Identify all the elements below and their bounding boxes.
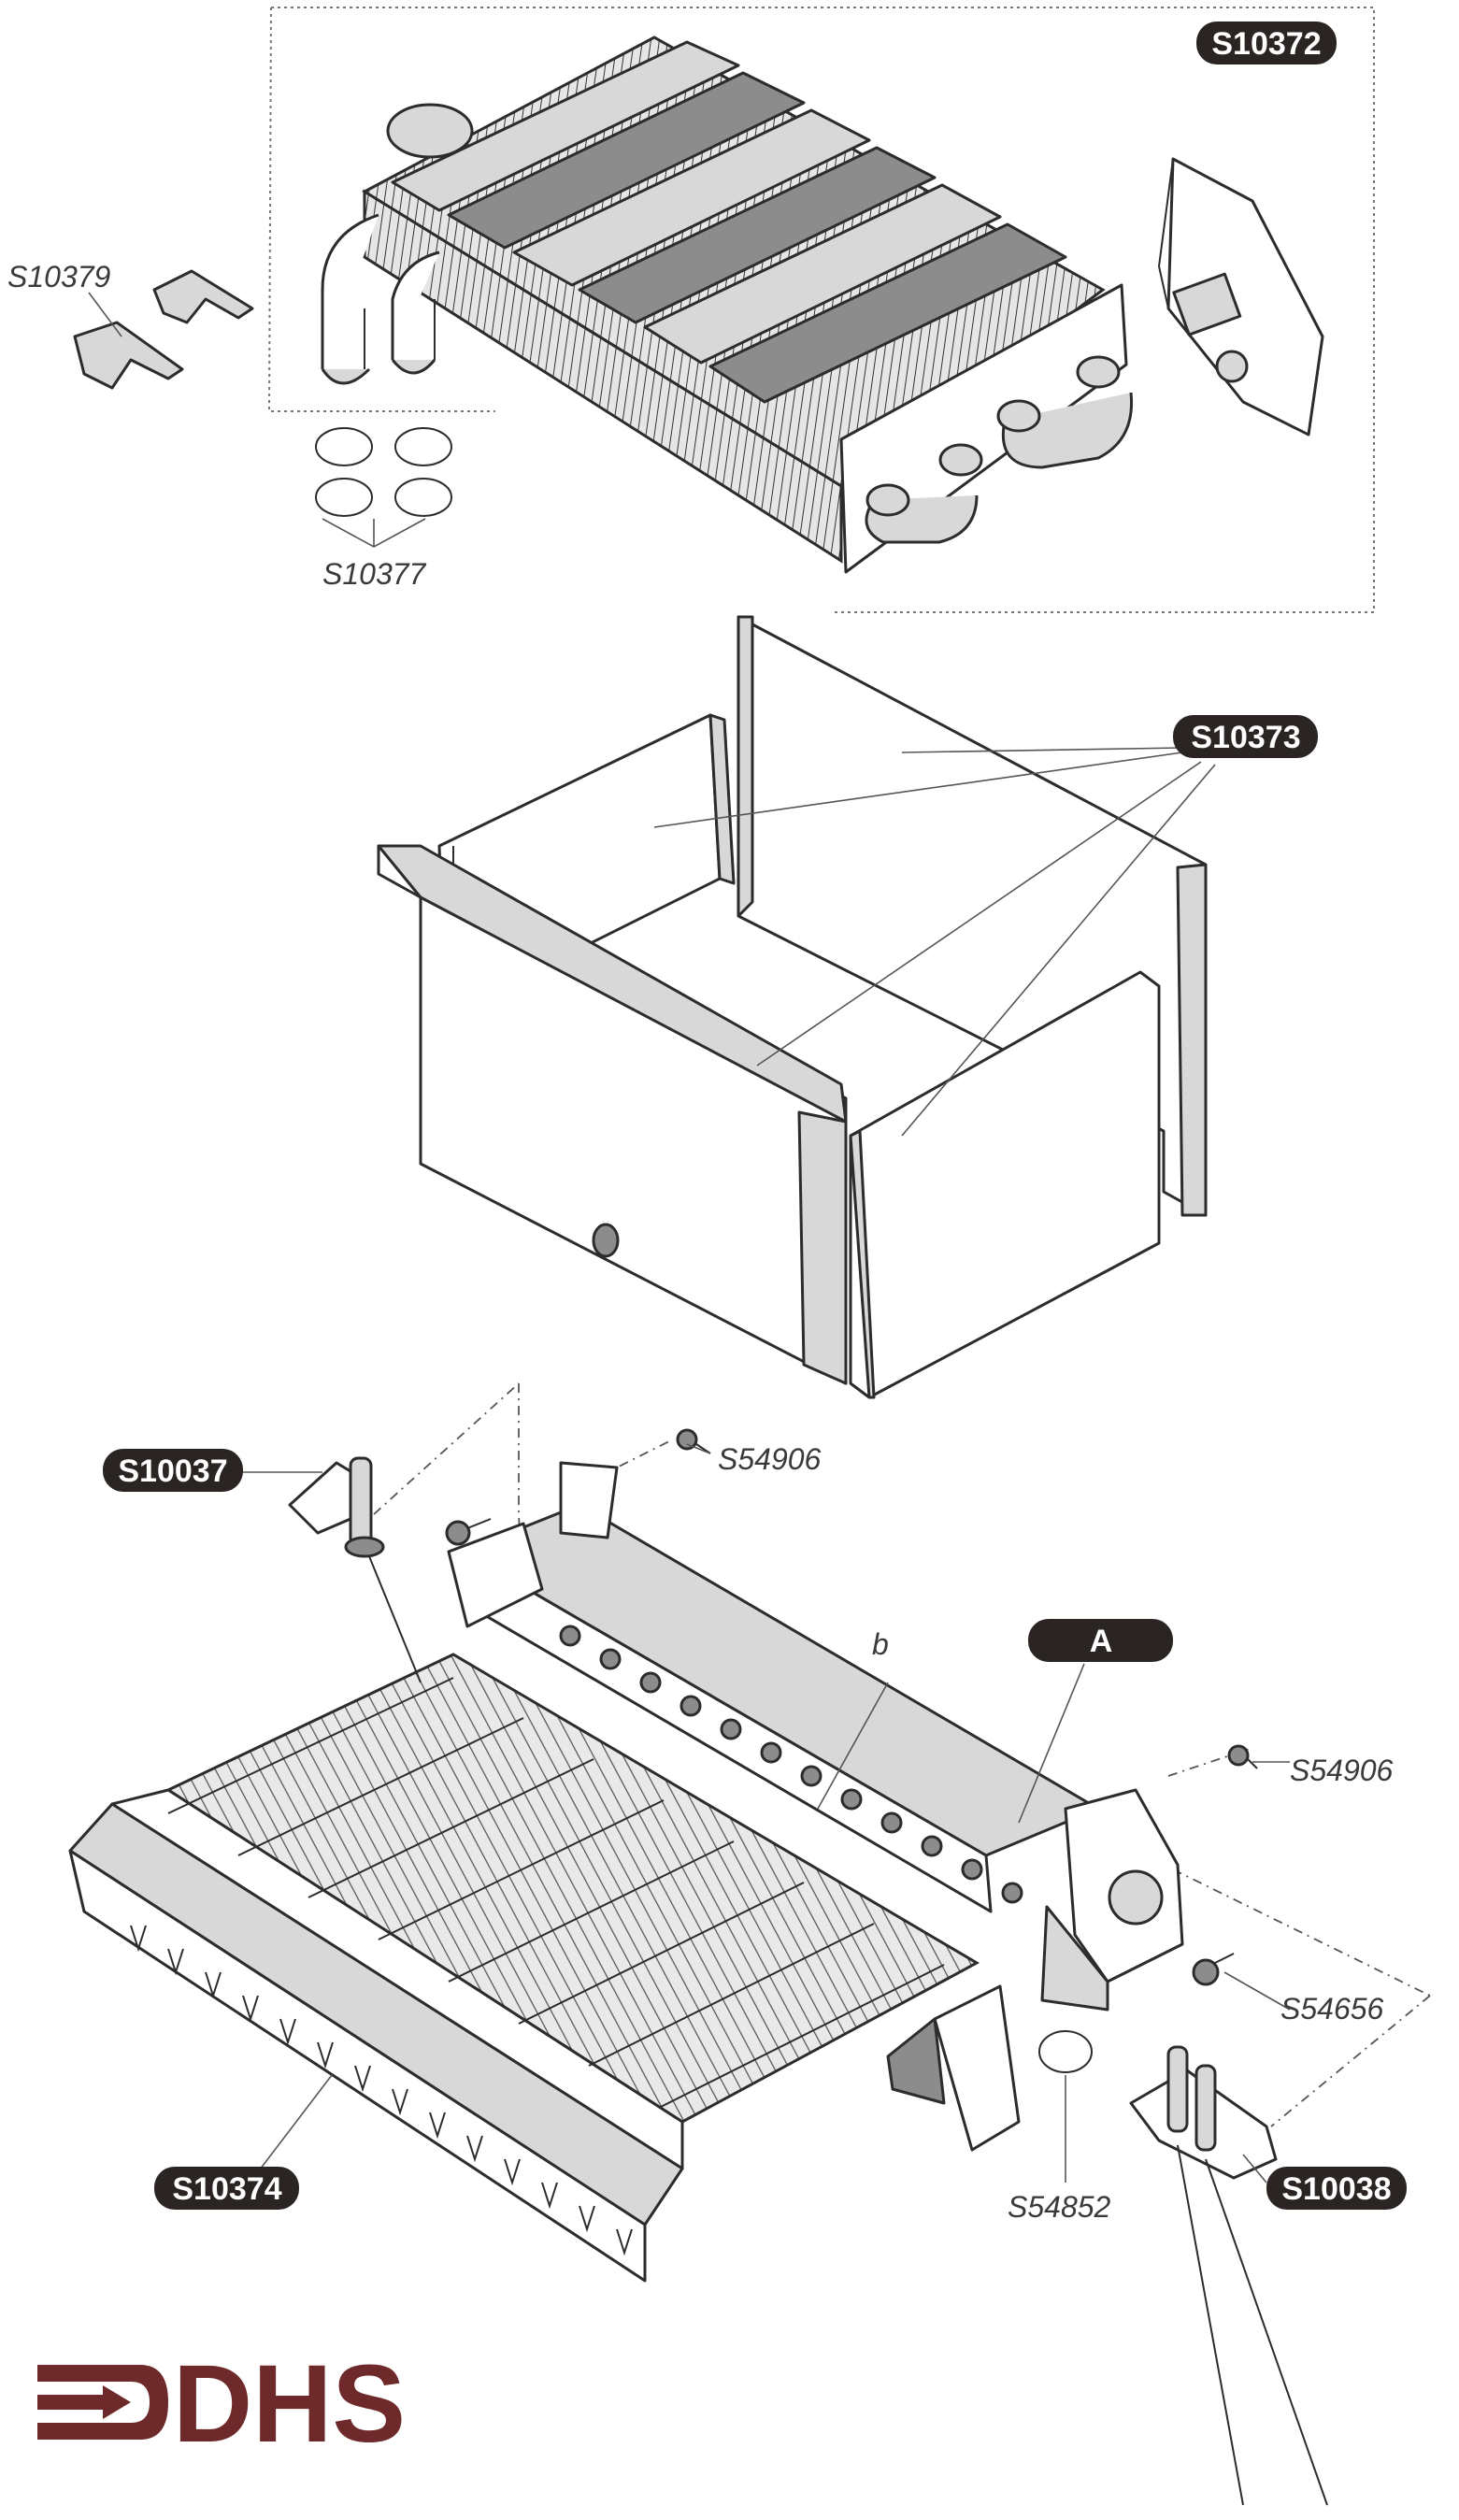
label-manifold-A: A xyxy=(1028,1619,1173,1662)
heat-exchanger-icon xyxy=(321,36,1134,574)
label-insulation-panels: S10373 xyxy=(1173,715,1318,758)
part-number-screw-lower: S54656 xyxy=(1280,1992,1384,2026)
label-flame-sensor: S10038 xyxy=(1266,2167,1407,2210)
insulation-panel-icon xyxy=(377,615,1216,1399)
label-heat-exchanger: S10372 xyxy=(1196,21,1337,64)
logo-text: DHS xyxy=(173,2342,406,2466)
burner-jets xyxy=(559,1625,1023,1904)
label-b: b xyxy=(872,1627,889,1661)
dhs-logo-icon: DHS xyxy=(37,2342,406,2466)
electrode-icon xyxy=(288,1456,422,1683)
label-burner-assembly: S10374 xyxy=(154,2167,299,2210)
clip-icon xyxy=(73,269,254,390)
part-number-screw-top: S54906 xyxy=(718,1442,822,1476)
gasket-icon xyxy=(1038,2030,1093,2183)
part-number-heat-exchanger: S10372 xyxy=(1211,26,1321,62)
screw-icon xyxy=(445,1428,1258,1986)
sensor-bracket-icon xyxy=(1157,157,1324,437)
dotted-group-frame xyxy=(271,7,1375,613)
part-number-flame-sensor: S10038 xyxy=(1281,2171,1391,2207)
manifold-icon xyxy=(447,1461,1184,2012)
part-number-screw-right: S54906 xyxy=(1290,1754,1394,1787)
burner-blades xyxy=(167,1677,945,2109)
leaders-S10373 xyxy=(653,747,1216,1137)
o-ring-icon xyxy=(315,427,452,548)
label-ignition-electrode: S10037 xyxy=(103,1449,243,1492)
burner-assembly-group xyxy=(68,1382,1431,2506)
heat-exchanger-group xyxy=(73,7,1375,613)
manifold-letter: A xyxy=(1090,1624,1113,1659)
part-number-electrode: S10037 xyxy=(118,1453,227,1489)
part-number-burner: S10374 xyxy=(172,2171,281,2207)
part-number-gasket: S54852 xyxy=(1008,2190,1111,2224)
burner-icon xyxy=(68,1653,1021,2283)
electrode-icon-sensor xyxy=(1129,2045,1328,2506)
part-number-insulation: S10373 xyxy=(1191,720,1300,755)
part-number-clips: S10379 xyxy=(7,260,111,294)
burner-teeth xyxy=(130,1925,633,2256)
part-number-o-rings: S10377 xyxy=(322,557,427,591)
